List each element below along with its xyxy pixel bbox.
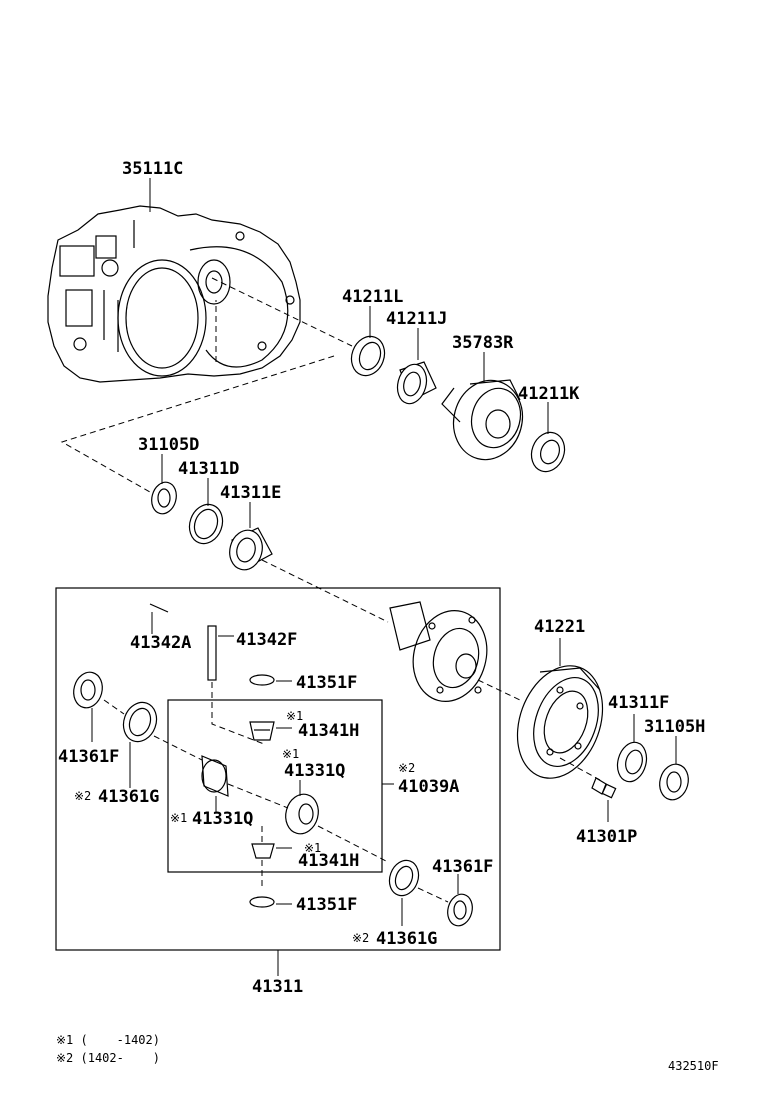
label-41311E: 41311E — [220, 483, 281, 503]
oil-seal-41211L — [350, 306, 386, 377]
shim-41311D — [188, 478, 224, 545]
label-41311D: 41311D — [178, 459, 239, 479]
label-41361G-right: 41361G — [376, 929, 437, 949]
washer-41351F-top — [249, 674, 292, 686]
label-35111C: 35111C — [122, 159, 183, 179]
washer-41361F-right — [417, 874, 473, 927]
label-41342F: 41342F — [236, 630, 297, 650]
label-41311F: 41311F — [608, 693, 669, 713]
bearing-41311F — [616, 714, 648, 783]
bolt-41301P — [591, 777, 617, 822]
label-41301P: 41301P — [576, 827, 637, 847]
label-41331Q-left: 41331Q — [192, 809, 253, 829]
label-41211K: 41211K — [518, 384, 580, 404]
label-41211L: 41211L — [342, 287, 403, 307]
mark-2-assembly: ※2 — [398, 761, 415, 775]
differential-case — [389, 601, 488, 702]
label-41331Q-right: 41331Q — [284, 761, 345, 781]
bearing-41311E — [229, 502, 273, 571]
label-41361F-right: 41361F — [432, 857, 493, 877]
bearing-41211J — [396, 328, 437, 405]
mark-1-left-gear: ※1 — [170, 811, 187, 825]
pinion-41341H-bottom — [251, 826, 292, 890]
pin-41342A — [149, 603, 169, 634]
ring-gear-41221 — [516, 638, 604, 779]
side-gear-41331Q-left — [201, 755, 229, 812]
shaft-41342F — [207, 625, 265, 745]
label-41361G-left: 41361G — [98, 787, 159, 807]
label-31105D: 31105D — [138, 435, 199, 455]
washer-41361F-left — [73, 671, 103, 742]
label-41361F-left: 41361F — [58, 747, 119, 767]
label-41351F-bottom: 41351F — [296, 895, 357, 915]
label-41039A: 41039A — [398, 777, 459, 797]
washer-41351F-bottom — [249, 896, 292, 908]
mark-2-left-washer: ※2 — [74, 789, 91, 803]
differential-assembly-35783R — [441, 352, 524, 461]
mark-1-bottom-pinion: ※1 — [304, 841, 321, 855]
label-41311: 41311 — [252, 977, 303, 997]
label-41341H-top: 41341H — [298, 721, 359, 741]
label-31105H: 31105H — [644, 717, 705, 737]
oil-seal-31105D — [151, 454, 177, 515]
footnote-1: ※1 ( -1402) — [56, 1033, 160, 1047]
label-41221: 41221 — [534, 617, 585, 637]
label-41211J: 41211J — [386, 309, 447, 329]
label-41351F-top: 41351F — [296, 673, 357, 693]
label-35783R: 35783R — [452, 333, 514, 353]
transaxle-housing-drawing — [47, 178, 301, 383]
diagram-code: 432510F — [668, 1059, 719, 1073]
washer-41361G-left — [122, 701, 158, 788]
bearing-41211K — [530, 402, 566, 473]
footnote-2: ※2 (1402- ) — [56, 1051, 160, 1065]
mark-1-right-gear: ※1 — [282, 747, 299, 761]
label-41341H-bottom: 41341H — [298, 851, 359, 871]
washer-41361G-right — [388, 859, 420, 926]
pinion-41341H-top — [249, 721, 292, 741]
mark-2-right-washer: ※2 — [352, 931, 369, 945]
inner-box-41039A — [167, 699, 383, 873]
label-41342A: 41342A — [130, 633, 191, 653]
oil-seal-31105H — [659, 736, 689, 801]
side-gear-41331Q-right — [285, 780, 319, 835]
mark-1-top-pinion: ※1 — [286, 709, 303, 723]
